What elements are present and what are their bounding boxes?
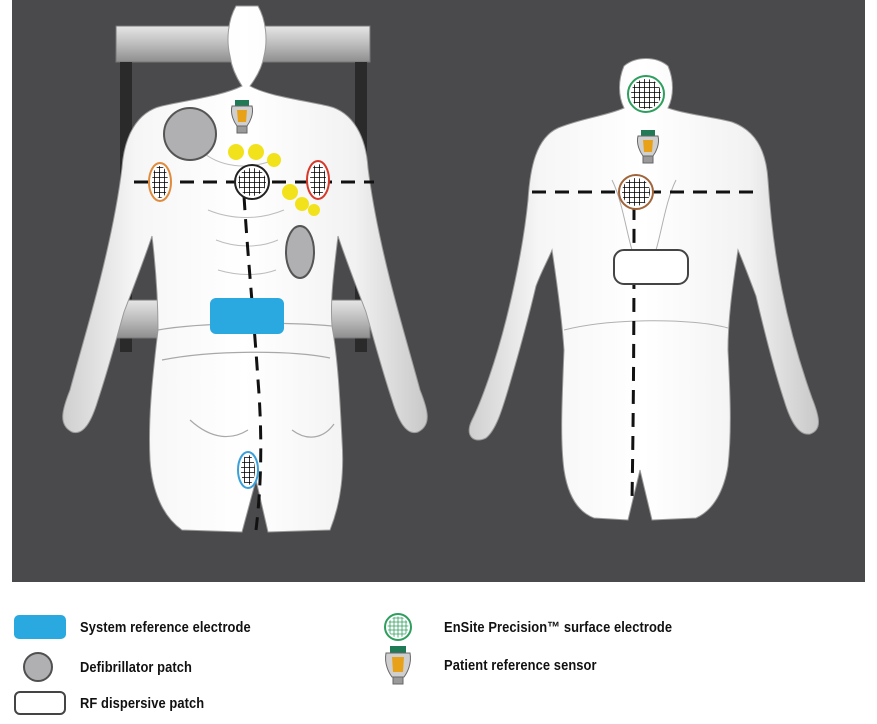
legend-patient-reference: Patient reference sensor <box>376 650 621 680</box>
legend-label-ensite: EnSite Precision™ surface electrode <box>444 619 672 636</box>
defibrillator-patch-side <box>286 226 314 278</box>
legend-label-patient-reference: Patient reference sensor <box>444 657 597 674</box>
legend: System reference electrode Defibrillator… <box>0 600 877 724</box>
electrode-back-brown <box>619 175 653 209</box>
legend-label-rf-dispersive: RF dispersive patch <box>80 695 204 712</box>
electrode-right-side-orange <box>149 163 171 201</box>
legend-rf-dispersive: RF dispersive patch <box>12 688 224 718</box>
gray-circle-icon <box>12 652 68 682</box>
legend-label-system-reference: System reference electrode <box>80 619 251 636</box>
electrode-leg-blue <box>238 452 258 488</box>
blue-rounded-rect-icon <box>12 612 68 642</box>
body-placement-diagram <box>12 0 865 582</box>
legend-label-defibrillator: Defibrillator patch <box>80 659 192 676</box>
defibrillator-patch-upper <box>164 108 216 160</box>
rf-dispersive-patch <box>614 250 688 284</box>
green-electrode-icon <box>376 612 432 642</box>
legend-defibrillator: Defibrillator patch <box>12 652 210 682</box>
electrode-left-side-red <box>307 161 329 199</box>
legend-ensite: EnSite Precision™ surface electrode <box>376 612 709 642</box>
electrode-chest-black <box>235 165 269 199</box>
legend-system-reference: System reference electrode <box>12 612 279 642</box>
bulb-sensor-icon <box>376 650 432 680</box>
back-body-figure <box>469 59 818 521</box>
system-reference-electrode <box>210 298 284 334</box>
white-rounded-rect-icon <box>12 688 68 718</box>
electrode-neck-green <box>628 76 664 112</box>
